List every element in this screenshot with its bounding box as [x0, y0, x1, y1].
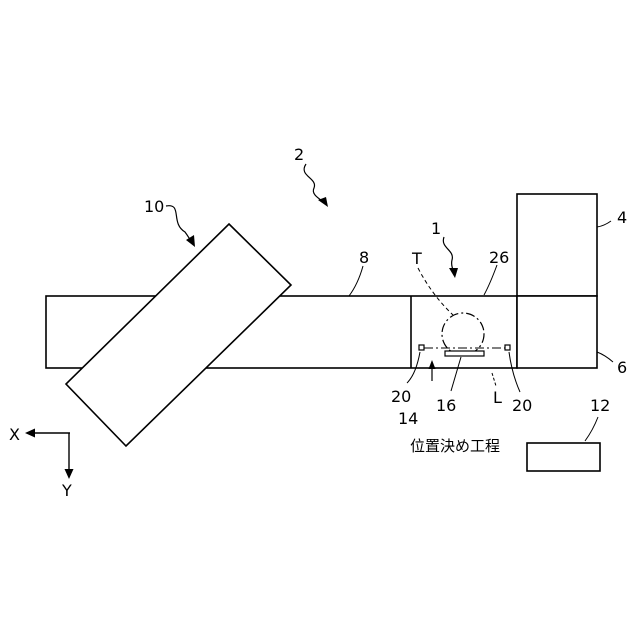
leader-16: [451, 357, 461, 391]
label-20-left: 20: [391, 387, 411, 406]
unit-6: [517, 296, 597, 368]
label-axis-x: X: [9, 425, 20, 444]
leader-1: [443, 237, 454, 272]
label-20-right: 20: [512, 396, 532, 415]
unit-10: [66, 224, 291, 446]
label-T: T: [411, 249, 422, 268]
label-14: 14: [398, 409, 418, 428]
caption-12: 位置決め工程: [410, 437, 500, 455]
axis-y-arrowhead: [65, 469, 74, 479]
axis-x-arrowhead: [25, 429, 35, 438]
label-L: L: [493, 388, 502, 407]
leader-L: [492, 373, 496, 386]
unit-12: [527, 443, 600, 471]
label-16: 16: [436, 396, 456, 415]
label-1: 1: [431, 219, 441, 238]
leader-10: [166, 206, 192, 242]
label-26: 26: [489, 248, 509, 267]
leader-T: [418, 268, 453, 315]
label-2: 2: [294, 145, 304, 164]
pin-20-left: [419, 345, 424, 350]
leader-12: [585, 417, 598, 441]
label-10: 10: [144, 197, 164, 216]
leader-10-arrowhead: [186, 235, 195, 247]
target-circle-T: [442, 313, 484, 355]
leader-8: [349, 266, 363, 296]
leader-26: [484, 265, 497, 295]
leader-4: [597, 221, 611, 227]
label-12: 12: [590, 396, 610, 415]
leader-1-arrowhead: [449, 268, 458, 278]
unit-4: [517, 194, 597, 296]
arrow-14-head: [429, 360, 436, 369]
part-16: [445, 351, 484, 356]
label-axis-y: Y: [61, 481, 72, 500]
pin-20-right: [505, 345, 510, 350]
label-4: 4: [617, 208, 627, 227]
label-8: 8: [359, 248, 369, 267]
label-6: 6: [617, 358, 627, 377]
leader-6: [597, 352, 613, 362]
leader-2: [304, 164, 325, 203]
